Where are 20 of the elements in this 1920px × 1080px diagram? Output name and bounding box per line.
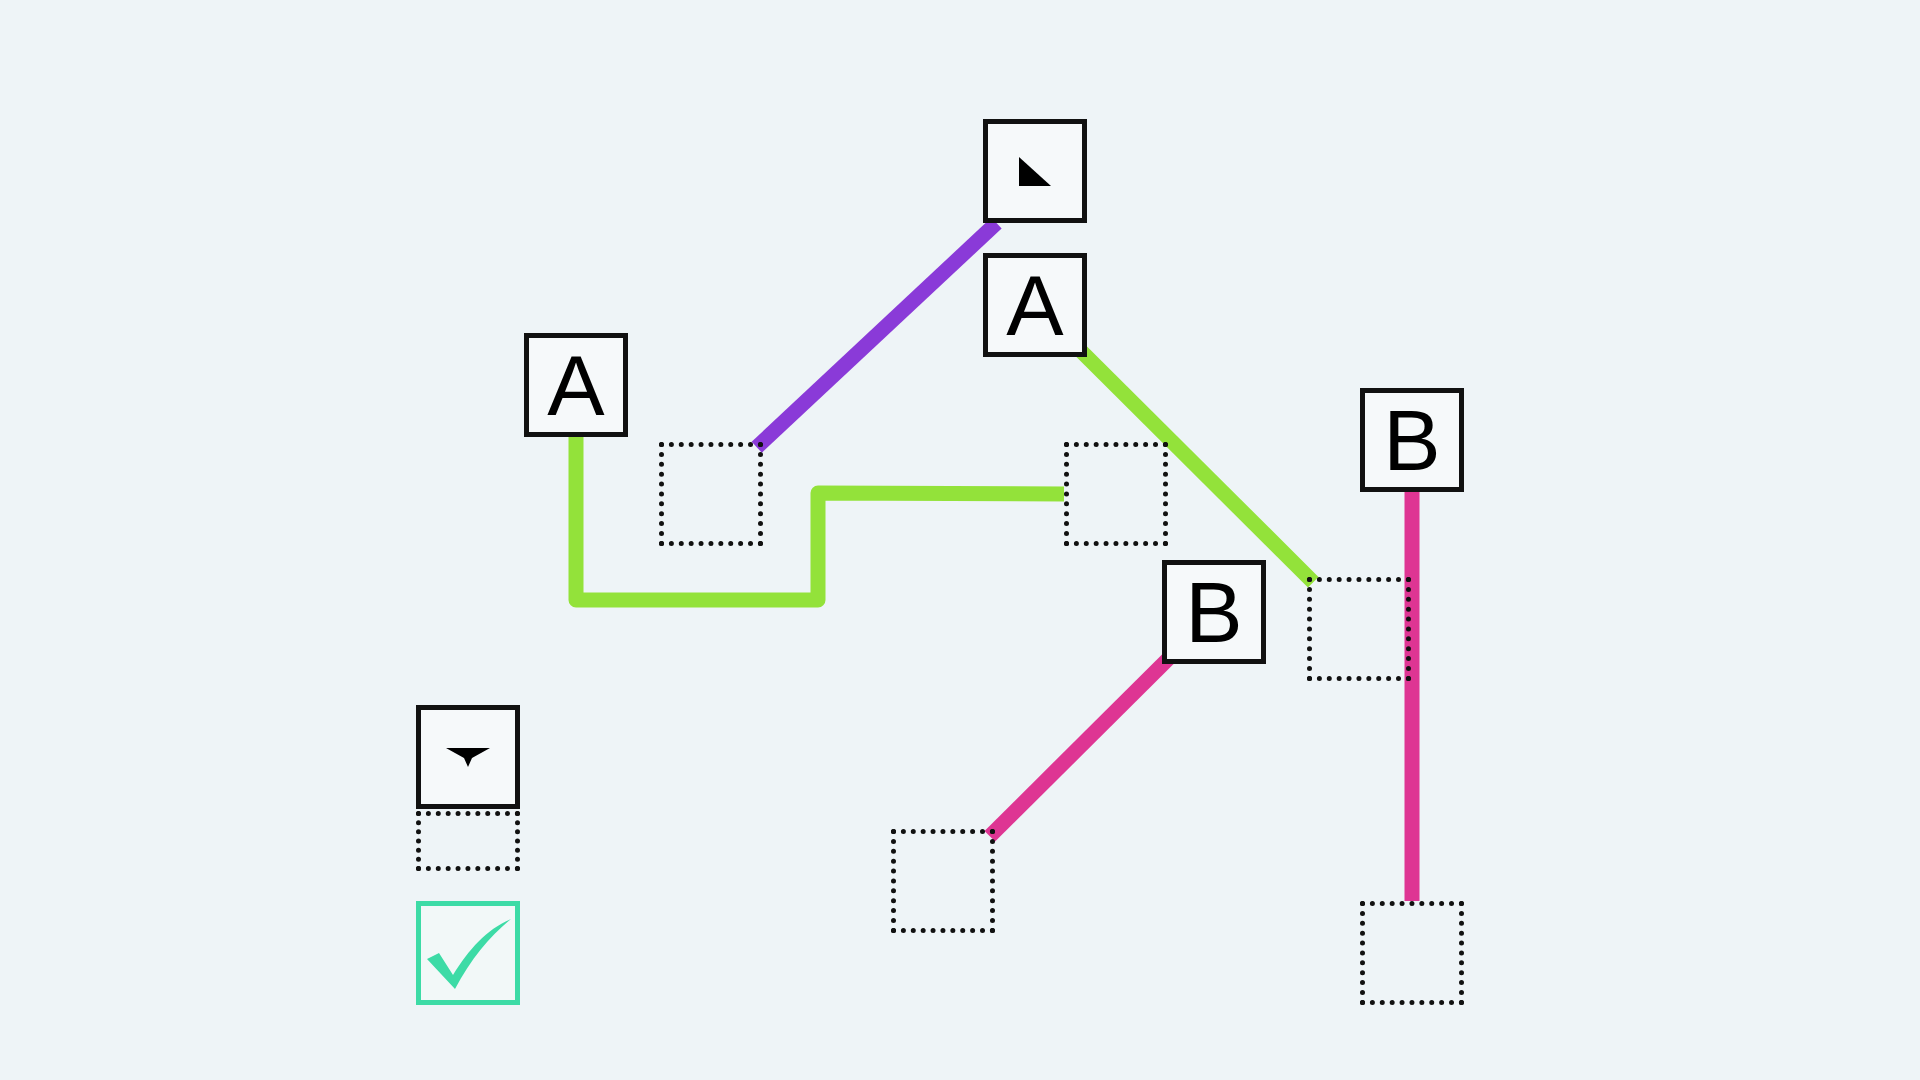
square-box: [416, 705, 520, 809]
dotted-box: [1307, 577, 1411, 681]
square-box: [1162, 560, 1266, 664]
square-box: [983, 253, 1087, 357]
connector-line: [1074, 344, 1319, 588]
connector-line: [1404, 492, 1420, 901]
letter-label: A: [547, 342, 605, 428]
letter-label: A: [1006, 262, 1064, 348]
dotted-box: [891, 829, 995, 933]
connector-line: [568, 437, 1065, 608]
dotted-box: [1360, 901, 1464, 1005]
letter-label: B: [1185, 569, 1243, 655]
dotted-box: [659, 442, 763, 546]
square-box: [524, 333, 628, 437]
checkbox: [416, 901, 520, 1005]
square-box: [1360, 388, 1464, 492]
dotted-box: [416, 811, 520, 871]
square-box: [983, 119, 1087, 223]
letter-label: B: [1383, 397, 1441, 483]
dotted-box: [1064, 442, 1168, 546]
